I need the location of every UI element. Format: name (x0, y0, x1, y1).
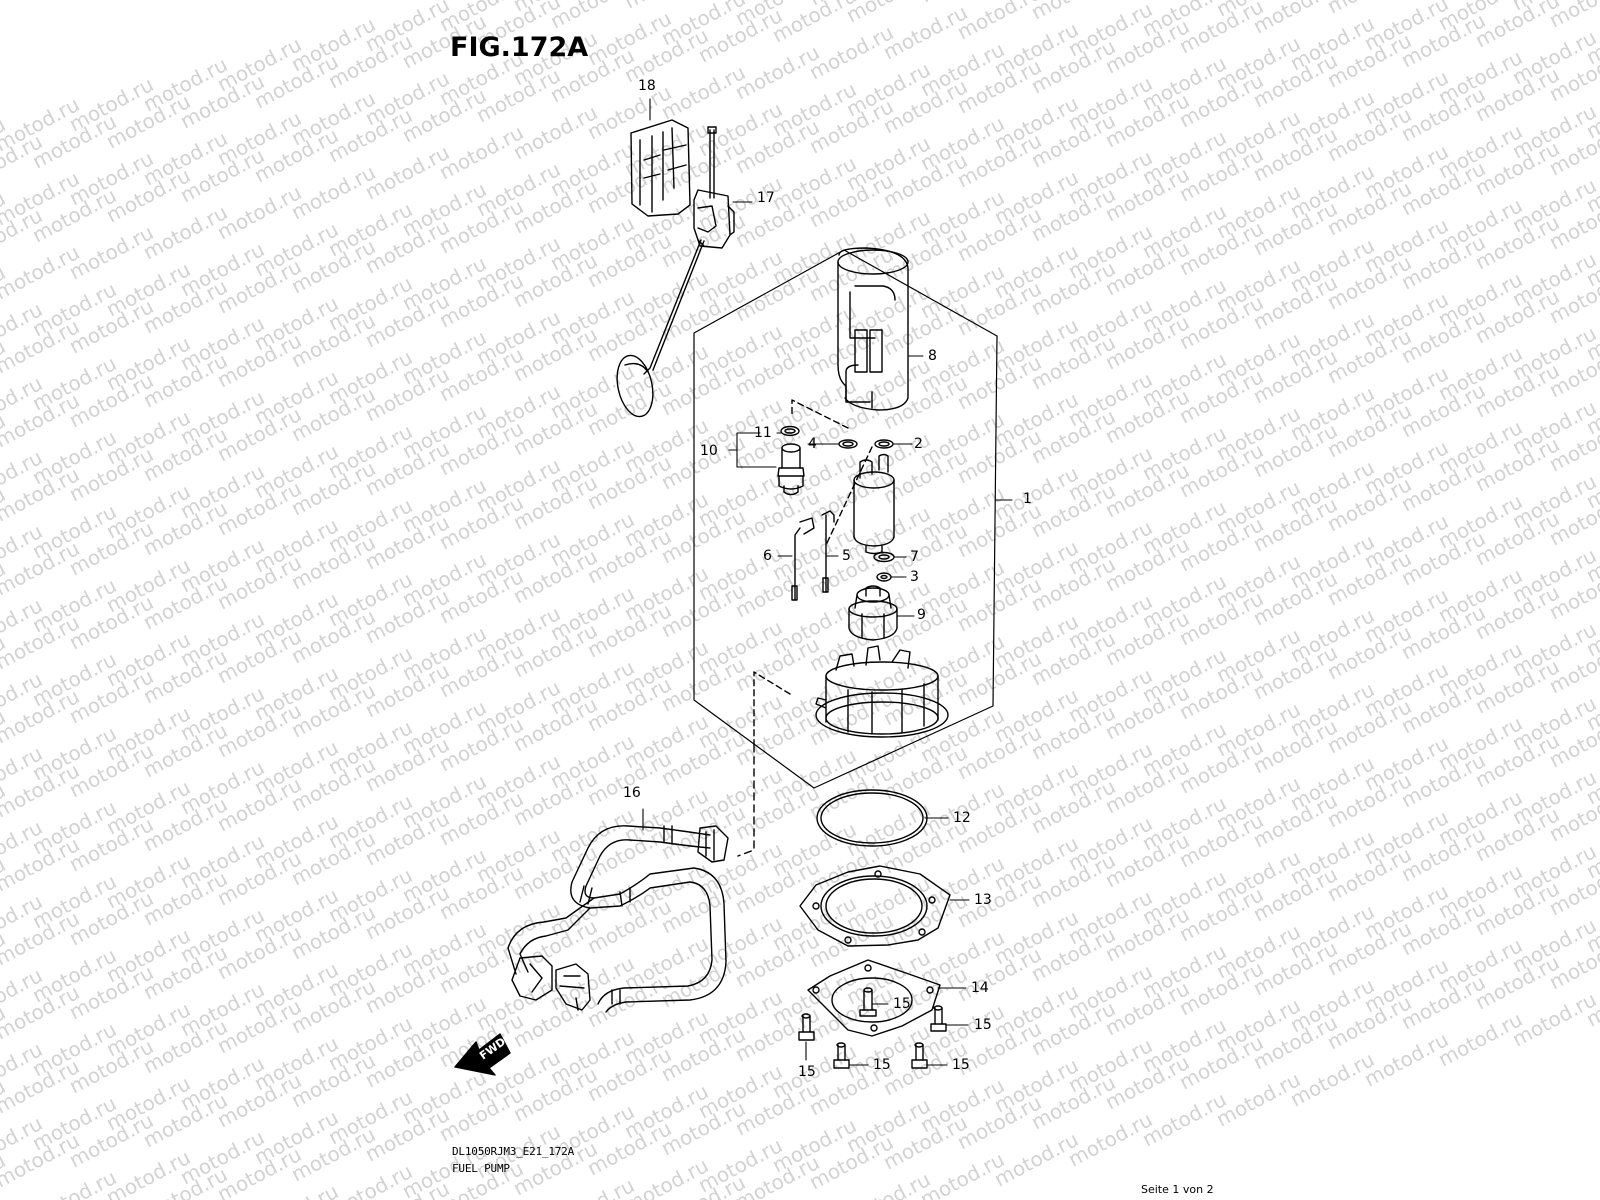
fwd-label: FWD (477, 1035, 508, 1062)
figure-title: FIG.172A (450, 32, 589, 63)
figure-subtitle: FUEL PUMP (452, 1162, 510, 1175)
page-number: Seite 1 von 2 (1141, 1183, 1214, 1196)
model-code: DL1050RJM3_E21_172A (452, 1145, 575, 1158)
